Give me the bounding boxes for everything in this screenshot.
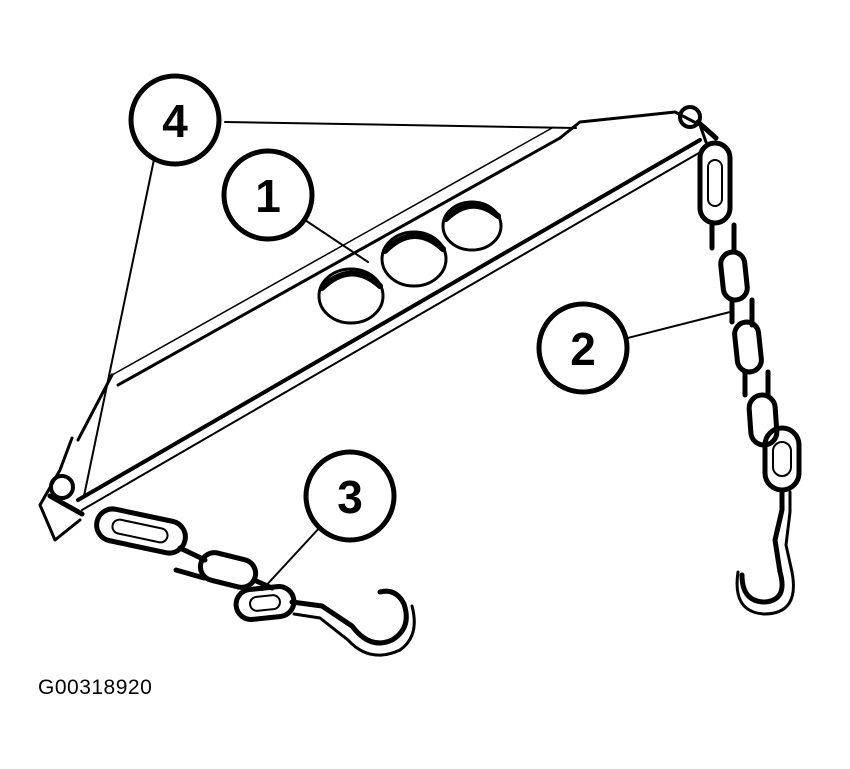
svg-text:3: 3 — [337, 471, 363, 523]
callout-4: 4 — [128, 73, 222, 167]
callout-3: 3 — [303, 449, 397, 543]
leader-lines — [83, 121, 731, 591]
bar-hole-1 — [317, 267, 385, 325]
right-chain — [697, 140, 802, 616]
svg-text:2: 2 — [570, 323, 596, 375]
left-bolt — [47, 474, 85, 517]
callout-2: 2 — [536, 301, 630, 395]
svg-text:4: 4 — [162, 95, 188, 147]
right-bolt — [678, 105, 719, 141]
figure-id-caption: G00318920 — [38, 676, 153, 699]
bar-hole-2 — [380, 230, 448, 288]
svg-text:1: 1 — [255, 170, 281, 222]
callout-1: 1 — [221, 148, 315, 242]
bar-hole-3 — [441, 200, 503, 252]
